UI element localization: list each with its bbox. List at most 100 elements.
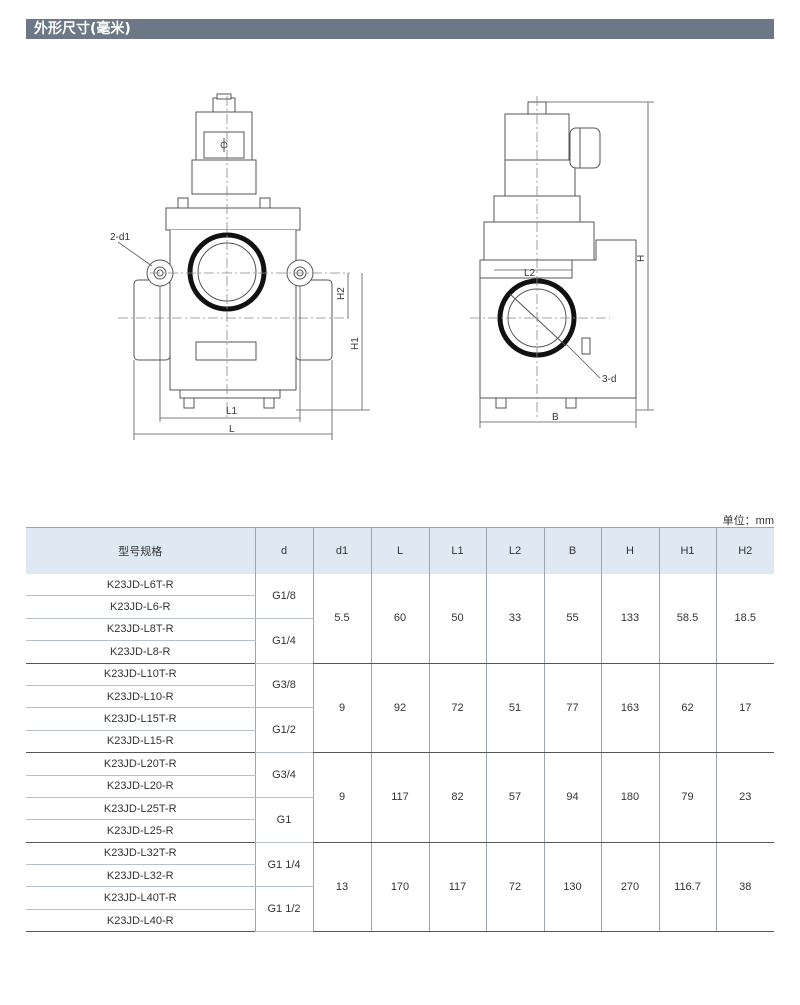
label-b: B <box>552 412 559 423</box>
value-cell-h1: 62 <box>658 663 716 754</box>
thread-cell: G1 1/2 <box>254 886 313 933</box>
thread-cell: G3/8 <box>254 663 313 709</box>
model-cell: K23JD-L40-R <box>26 909 255 933</box>
table-row: K23JD-L32-R <box>26 864 774 888</box>
value-cell-h: 163 <box>600 663 659 754</box>
value-cell-h: 270 <box>600 842 659 933</box>
value-cell-l: 170 <box>370 842 429 933</box>
value-cell-l1: 50 <box>428 574 486 664</box>
model-cell: K23JD-L8T-R <box>26 618 255 642</box>
header-cell: L <box>370 527 429 574</box>
value-cell-h1: 58.5 <box>658 574 716 664</box>
value-cell-l2: 33 <box>485 574 544 664</box>
header-cell: B <box>543 527 601 574</box>
value-cell-b: 77 <box>543 663 601 754</box>
table-row: K23JD-L25-R <box>26 819 774 843</box>
label-l: L <box>229 424 235 435</box>
table-row: K23JD-L8-R <box>26 640 774 664</box>
value-cell-d1: 5.5 <box>312 574 371 664</box>
model-cell: K23JD-L6T-R <box>26 574 255 597</box>
model-cell: K23JD-L32T-R <box>26 842 255 866</box>
thread-cell: G1 <box>254 797 313 843</box>
value-cell-h1: 116.7 <box>658 842 716 933</box>
thread-cell: G1 1/4 <box>254 842 313 888</box>
thread-cell: G1/4 <box>254 618 313 664</box>
label-h: H <box>636 255 647 262</box>
value-cell-h2: 23 <box>715 752 774 843</box>
value-cell-l1: 82 <box>428 752 486 843</box>
table-header-row: 型号规格 d d1 L L1 L2 B H H1 H2 <box>26 527 774 574</box>
valve-dimension-drawings: 2-d1 H2 H1 L1 L H L2 3-d B <box>110 93 654 440</box>
header-cell: L1 <box>428 527 486 574</box>
value-cell-l2: 51 <box>485 663 544 754</box>
model-cell: K23JD-L8-R <box>26 640 255 664</box>
value-cell-l1: 72 <box>428 663 486 754</box>
model-cell: K23JD-L20T-R <box>26 752 255 776</box>
label-l1: L1 <box>226 406 238 417</box>
model-cell: K23JD-L25T-R <box>26 797 255 821</box>
table-row: K23JD-L15-R <box>26 730 774 754</box>
model-cell: K23JD-L32-R <box>26 864 255 888</box>
value-cell-l1: 117 <box>428 842 486 933</box>
value-cell-b: 55 <box>543 574 601 664</box>
model-cell: K23JD-L25-R <box>26 819 255 843</box>
value-cell-d1: 9 <box>312 752 371 843</box>
model-cell: K23JD-L10T-R <box>26 663 255 686</box>
value-cell-b: 130 <box>543 842 601 933</box>
label-h1: H1 <box>350 337 361 350</box>
value-cell-h: 133 <box>600 574 659 664</box>
section-title-bar: 外形尺寸(毫米) <box>26 19 774 39</box>
label-3-d: 3-d <box>602 374 616 385</box>
model-cell: K23JD-L20-R <box>26 775 255 798</box>
model-cell: K23JD-L10-R <box>26 685 255 709</box>
table-row: K23JD-L20-R <box>26 775 774 798</box>
thread-cell: G1/2 <box>254 707 313 754</box>
header-cell: H2 <box>715 527 774 574</box>
table-row: K23JD-L10-R <box>26 685 774 709</box>
table-row: K23JD-L40-R <box>26 909 774 933</box>
value-cell-l: 60 <box>370 574 429 664</box>
value-cell-l2: 57 <box>485 752 544 843</box>
model-cell: K23JD-L6-R <box>26 595 255 619</box>
value-cell-l2: 72 <box>485 842 544 933</box>
label-2-d1: 2-d1 <box>110 232 130 243</box>
value-cell-l: 92 <box>370 663 429 754</box>
header-cell: L2 <box>485 527 544 574</box>
side-view-drawing <box>470 96 654 428</box>
value-cell-h2: 18.5 <box>715 574 774 664</box>
thread-cell: G1/8 <box>254 574 313 619</box>
table-row: K23JD-L6-R <box>26 595 774 619</box>
model-cell: K23JD-L40T-R <box>26 886 255 910</box>
value-cell-h: 180 <box>600 752 659 843</box>
thread-cell: G3/4 <box>254 752 313 798</box>
value-cell-d1: 13 <box>312 842 371 933</box>
value-cell-h1: 79 <box>658 752 716 843</box>
header-cell: 型号规格 <box>26 527 255 574</box>
label-l2: L2 <box>524 268 536 279</box>
header-cell: d1 <box>312 527 371 574</box>
label-h2: H2 <box>336 287 347 300</box>
header-cell: d <box>254 527 313 574</box>
section-title: 外形尺寸(毫米) <box>34 21 131 37</box>
value-cell-l: 117 <box>370 752 429 843</box>
unit-note: 单位：mm <box>722 515 774 527</box>
value-cell-h2: 17 <box>715 663 774 754</box>
header-cell: H <box>600 527 659 574</box>
model-cell: K23JD-L15-R <box>26 730 255 754</box>
front-view-drawing <box>117 93 370 440</box>
value-cell-h2: 38 <box>715 842 774 933</box>
header-cell: H1 <box>658 527 716 574</box>
value-cell-d1: 9 <box>312 663 371 754</box>
value-cell-b: 94 <box>543 752 601 843</box>
model-cell: K23JD-L15T-R <box>26 707 255 731</box>
